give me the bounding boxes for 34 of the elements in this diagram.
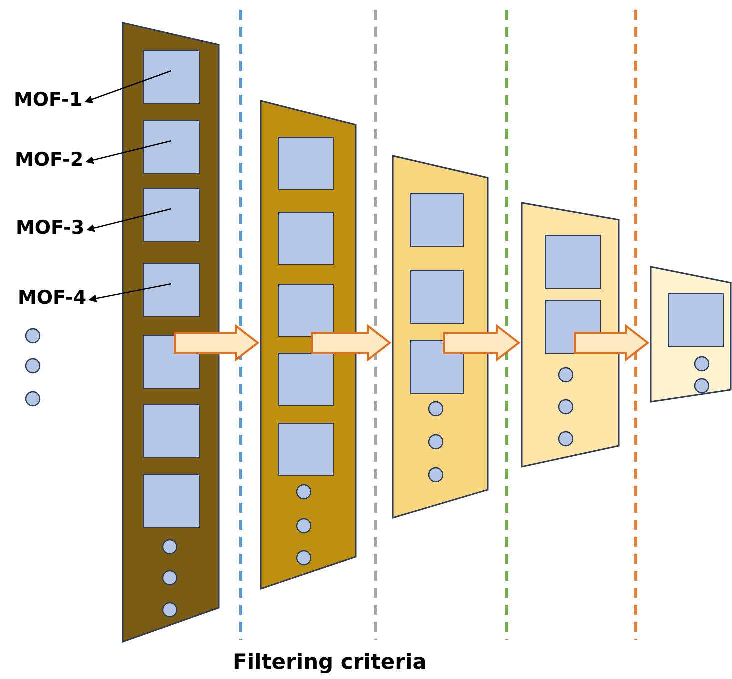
funnel-stage xyxy=(392,155,489,519)
material-square xyxy=(278,212,334,265)
part-label: MOF-3 xyxy=(16,216,85,240)
material-square xyxy=(278,137,334,190)
leader-line xyxy=(84,70,172,104)
leader-line xyxy=(86,140,172,164)
material-square xyxy=(668,293,724,347)
block-arrow xyxy=(311,324,392,362)
leader-line xyxy=(88,283,172,303)
funnel-stage xyxy=(650,266,732,403)
material-square xyxy=(410,270,464,324)
funnel-stage xyxy=(260,100,357,590)
block-arrow xyxy=(174,324,260,362)
material-square xyxy=(143,474,200,528)
material-square xyxy=(143,188,200,242)
material-square xyxy=(143,263,200,317)
funnel-stage xyxy=(122,22,220,643)
material-square xyxy=(143,404,200,458)
part-label: MOF-1 xyxy=(14,88,83,112)
funnel-stage xyxy=(521,202,620,468)
material-square xyxy=(410,340,464,394)
block-arrow xyxy=(574,324,650,362)
part-label: MOF-2 xyxy=(15,148,84,172)
material-square xyxy=(278,284,334,337)
block-arrow xyxy=(443,324,521,362)
material-square xyxy=(410,193,464,247)
material-square xyxy=(143,50,200,104)
axis-caption: Filtering criteria xyxy=(233,650,427,674)
part-label: MOF-4 xyxy=(18,286,87,310)
material-square xyxy=(545,235,601,289)
material-square xyxy=(278,353,334,406)
leader-line xyxy=(86,208,172,232)
material-square xyxy=(278,423,334,476)
material-square xyxy=(143,120,200,174)
